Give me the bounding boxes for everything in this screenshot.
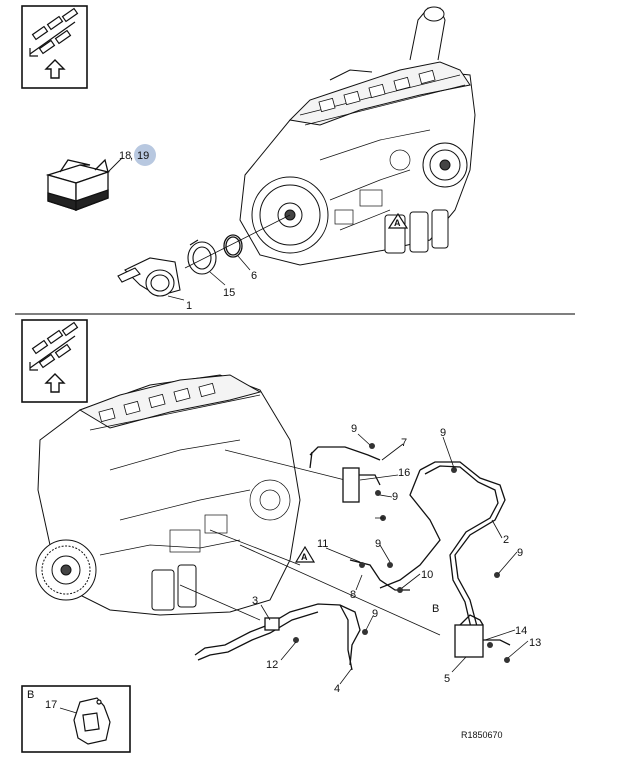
label-part-9f: 9 <box>372 608 378 620</box>
up-arrow-icon <box>44 59 66 79</box>
label-part-14: 14 <box>515 625 527 637</box>
label-part-15: 15 <box>223 287 235 299</box>
label-part-4: 4 <box>334 683 340 695</box>
label-part-10: 10 <box>421 569 433 581</box>
detail-box-marker: B <box>27 689 34 701</box>
label-part-11: 11 <box>317 538 328 550</box>
exploded-view-symbol-bottom <box>21 319 88 403</box>
bracket-part-17 <box>73 697 111 745</box>
detail-box-b: B 17 <box>21 685 131 753</box>
label-part-16: 16 <box>398 467 410 479</box>
svg-text:A: A <box>301 552 308 562</box>
leader-lines <box>260 433 529 685</box>
label-part-7: 7 <box>401 437 407 449</box>
label-part-12: 12 <box>266 659 278 671</box>
exploded-view-symbol-top <box>21 5 88 89</box>
label-part-5: 5 <box>444 673 450 685</box>
kit-number-highlighted: 19 <box>137 150 149 162</box>
parts-exploded-icon <box>29 321 79 371</box>
kit-separator: , <box>130 150 133 162</box>
parts-exploded-icon <box>29 7 79 57</box>
bottom-part-labels: 9 7 16 9 9 2 9 11 9 10 8 3 9 12 4 B 14 1… <box>252 423 541 695</box>
assembly-pointer-lines <box>179 449 441 636</box>
highlight-circle <box>134 144 156 166</box>
part-1-sensor <box>117 257 181 297</box>
kit-number-label: 18 <box>119 150 131 162</box>
engine-assembly-top <box>239 6 476 266</box>
label-detail-b: B <box>432 603 439 615</box>
engine-assembly-bottom <box>35 374 301 616</box>
label-part-9a: 9 <box>351 423 357 435</box>
part-6-seal <box>223 234 243 258</box>
label-part-9d: 9 <box>517 547 523 559</box>
detail-marker-a-top: A <box>387 212 409 229</box>
part-15-ring <box>187 239 217 275</box>
up-arrow-icon <box>44 373 66 393</box>
label-part-1: 1 <box>186 300 192 312</box>
assembly-pointer-line <box>184 214 291 269</box>
reference-code: R1850670 <box>461 730 503 740</box>
label-part-17: 17 <box>45 699 57 711</box>
kit-box-icon <box>45 157 123 211</box>
label-part-6: 6 <box>251 270 257 282</box>
label-part-8: 8 <box>350 589 356 601</box>
bolts <box>293 443 510 663</box>
label-part-9b: 9 <box>392 491 398 503</box>
detail-marker-a-bottom: A <box>294 545 316 563</box>
label-part-9e: 9 <box>375 538 381 550</box>
label-part-13: 13 <box>529 637 541 649</box>
label-part-9c: 9 <box>440 427 446 439</box>
label-part-3: 3 <box>252 595 258 607</box>
label-part-2: 2 <box>503 534 509 546</box>
svg-text:A: A <box>394 218 401 228</box>
wiring-harness <box>194 446 511 671</box>
